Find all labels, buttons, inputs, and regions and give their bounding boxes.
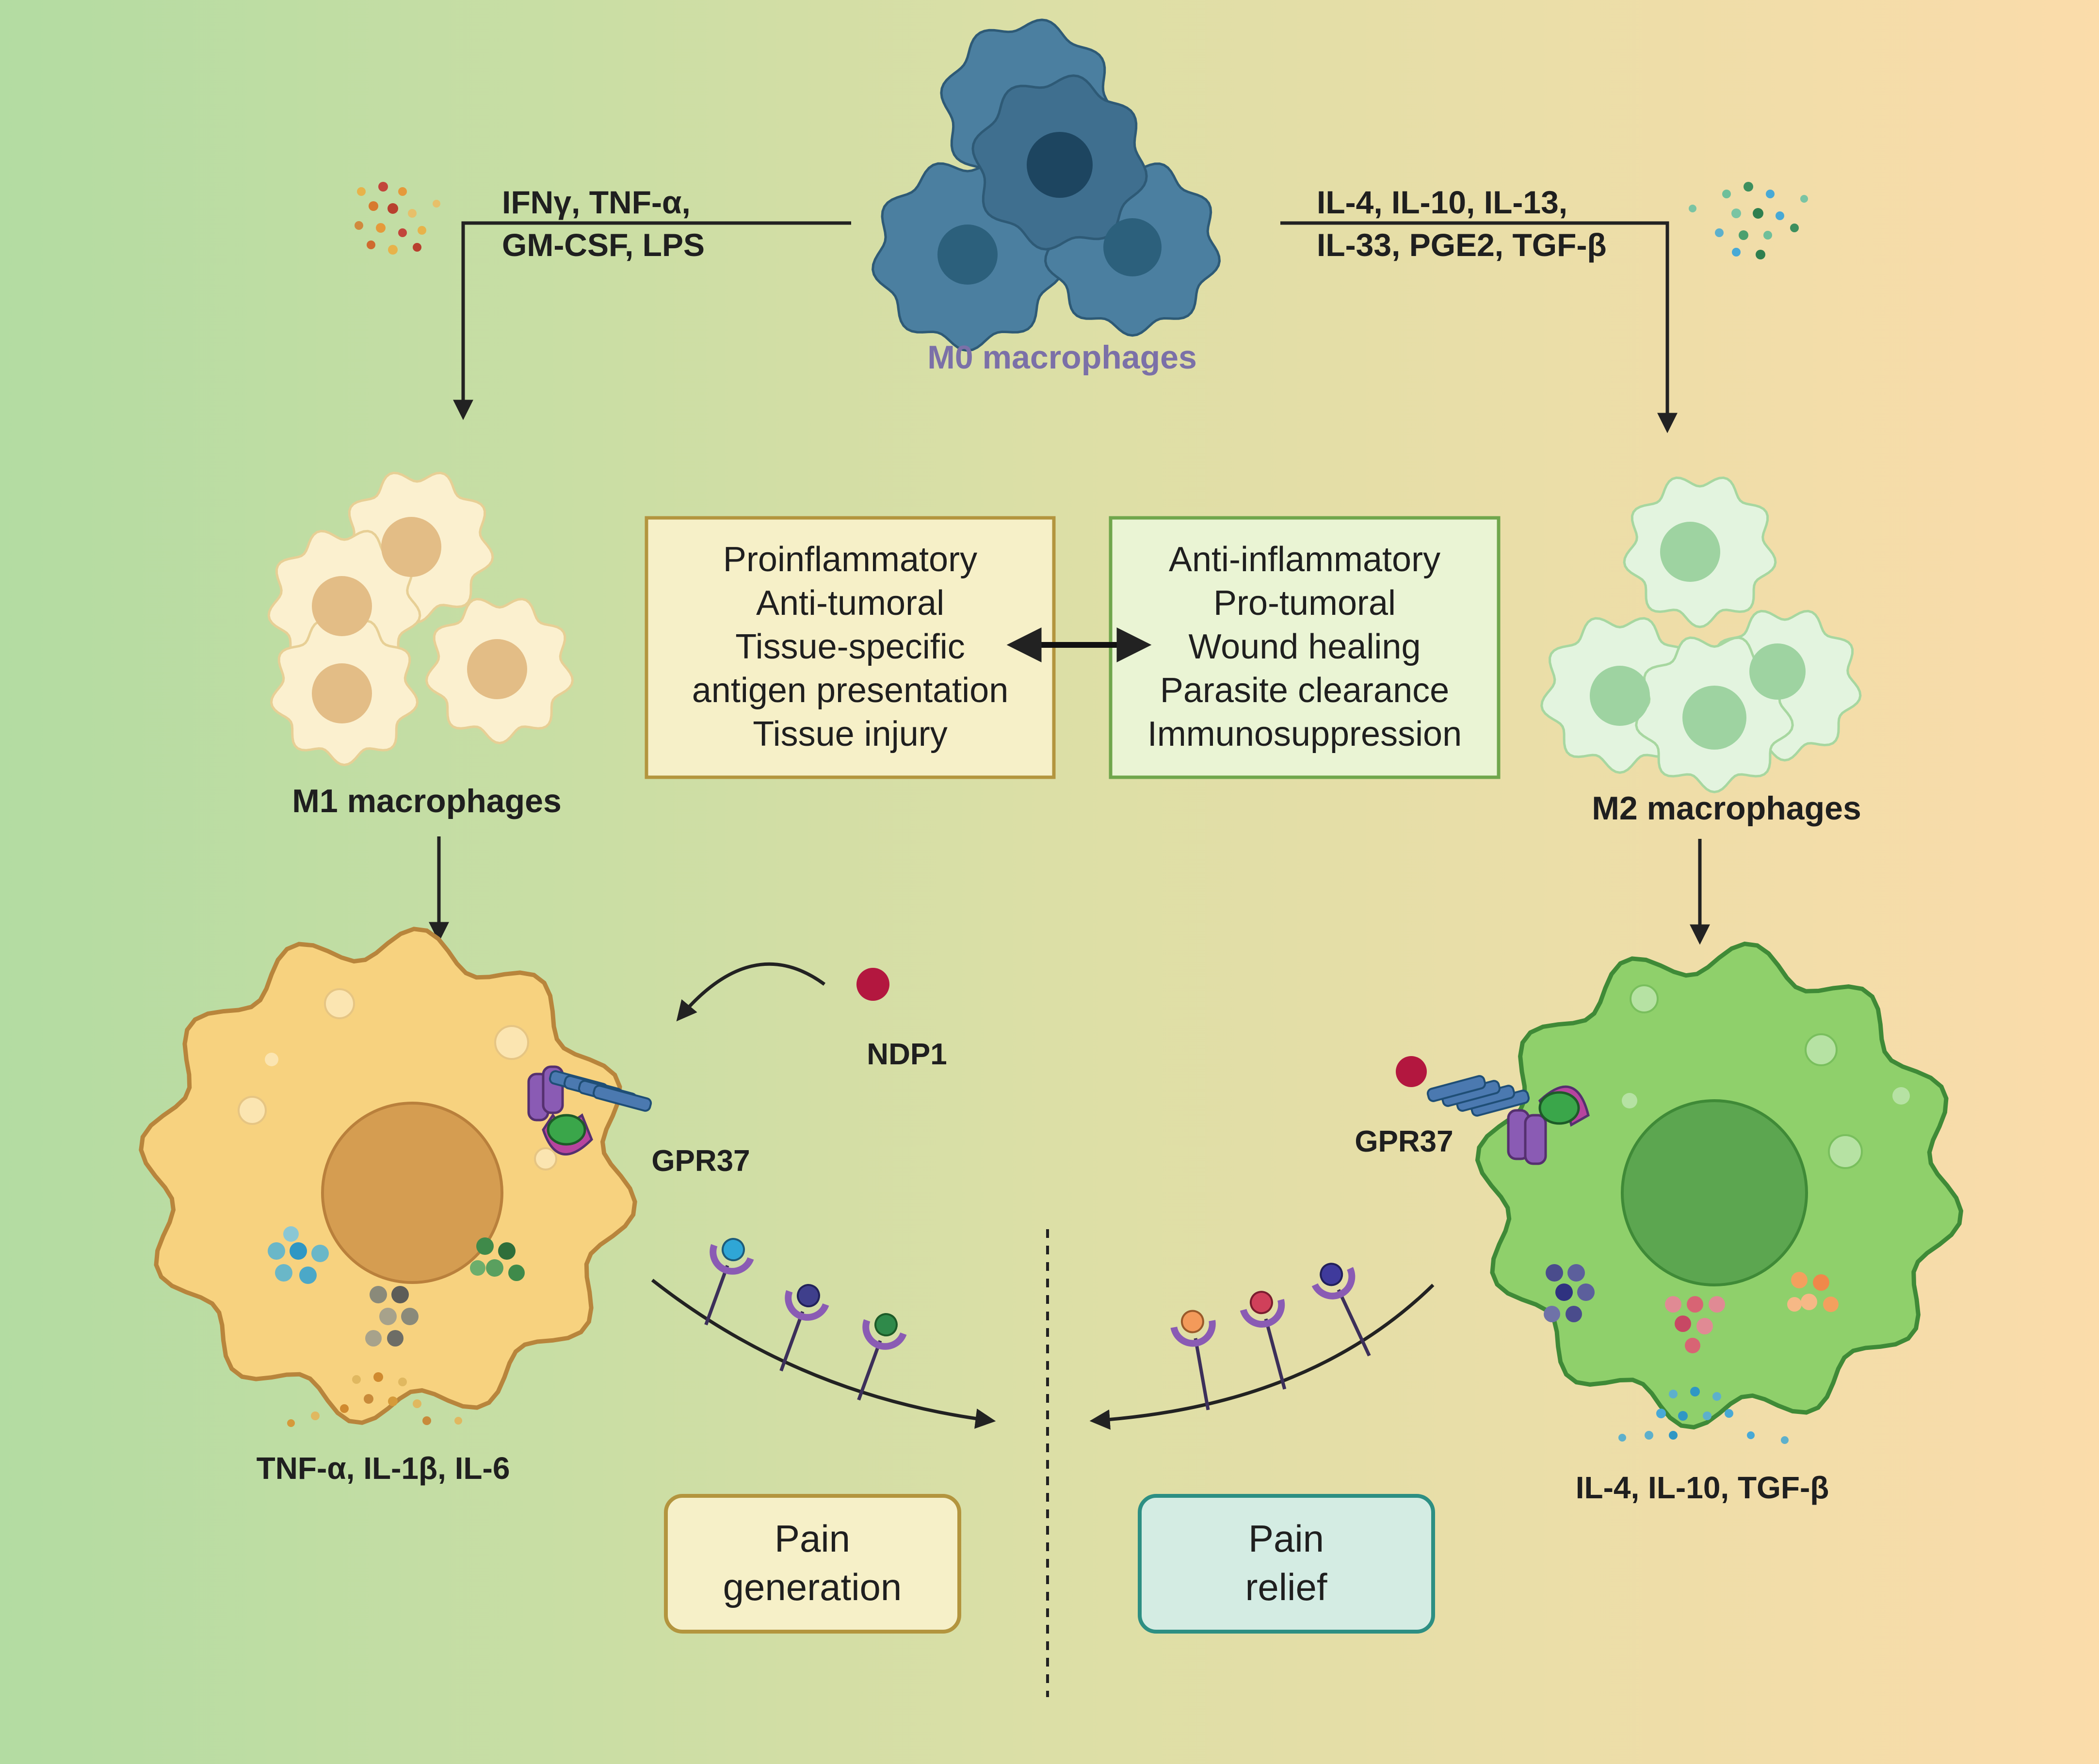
m1-property-3: Tissue-specific [735,627,965,666]
m2-vesicle-purple [1544,1264,1595,1322]
m2-signal-arc [1089,1283,1435,1430]
m2-property-4: Parasite clearance [1160,671,1449,710]
m0-label: M0 macrophages [927,339,1197,376]
m1-properties-box [645,516,1056,779]
m2-property-2: Pro-tumoral [1213,584,1396,623]
m2-stimuli-line2: IL-33, PGE2, TGF-β [1317,227,1607,263]
ndp1-label: NDP1 [867,1038,947,1071]
m0-nucleus-center [1027,132,1093,198]
pain-relief-line1: Pain [1248,1517,1324,1560]
m0-macrophage-cluster [872,18,1221,352]
gpr37-label-left: GPR37 [651,1144,750,1178]
m0-nucleus-left [937,225,998,285]
m0-nucleus-right [1103,218,1162,276]
arrow-to-m1 [453,221,851,420]
pain-relief-line2: relief [1245,1566,1327,1608]
m1-vesicle-gray [365,1286,419,1347]
m2-large-cell [1396,941,1964,1430]
m2-stimuli-particles [1689,182,1808,259]
m2-membrane-receptors [1170,1263,1371,1411]
m2-ndp1-bound [1396,1056,1427,1087]
pain-generation-box [664,1494,961,1634]
arrow-to-m2 [1280,221,1678,433]
m1-property-2: Anti-tumoral [756,584,944,623]
m2-vesicle-orange [1787,1272,1839,1312]
m1-stimuli-line2: GM-CSF, LPS [502,227,705,263]
pain-generation-line1: Pain [775,1517,850,1560]
m1-vesicle-blue [268,1226,329,1284]
m1-stimuli-line1: IFNγ, TNF-α, [502,184,691,220]
m1-signal-arc [651,1279,996,1429]
m1-stimuli-particles [355,182,440,255]
gpr37-label-right: GPR37 [1355,1125,1453,1158]
m1-large-cell [139,927,652,1425]
m2-property-3: Wound healing [1188,627,1421,666]
m1-property-1: Proinflammatory [723,540,977,579]
m2-label: M2 macrophages [1592,790,1861,827]
m1-gpr37-receptor [527,1065,652,1156]
m2-property-1: Anti-inflammatory [1169,540,1440,579]
ndp1-arrow [676,962,826,1022]
m1-property-5: Tissue injury [753,715,947,754]
m1-vesicle-green [470,1237,525,1281]
m2-property-5: Immunosuppression [1147,715,1462,754]
pain-relief-box [1138,1494,1435,1634]
m2-cytokines-label: IL-4, IL-10, TGF-β [1576,1470,1829,1505]
m1-secreted-particles [287,1372,462,1427]
m1-macrophage-cluster [267,471,574,767]
m1-cytokines-label: TNF-α, IL-1β, IL-6 [257,1451,510,1486]
m2-gpr37-receptor [1396,1056,1590,1165]
m1-property-4: antigen presentation [692,671,1009,710]
m2-secreted-particles [1618,1387,1789,1444]
m1-label: M1 macrophages [292,783,562,819]
m2-vesicle-pink [1665,1296,1725,1353]
pain-generation-line2: generation [723,1566,902,1608]
m2-cell-nucleus [1621,1099,1808,1286]
m1-cell-nucleus [321,1102,503,1284]
m1-membrane-receptors [704,1238,907,1401]
ndp1-ligand [856,968,889,1001]
m2-macrophage-cluster [1540,476,1862,794]
m2-stimuli-line1: IL-4, IL-10, IL-13, [1317,184,1567,220]
